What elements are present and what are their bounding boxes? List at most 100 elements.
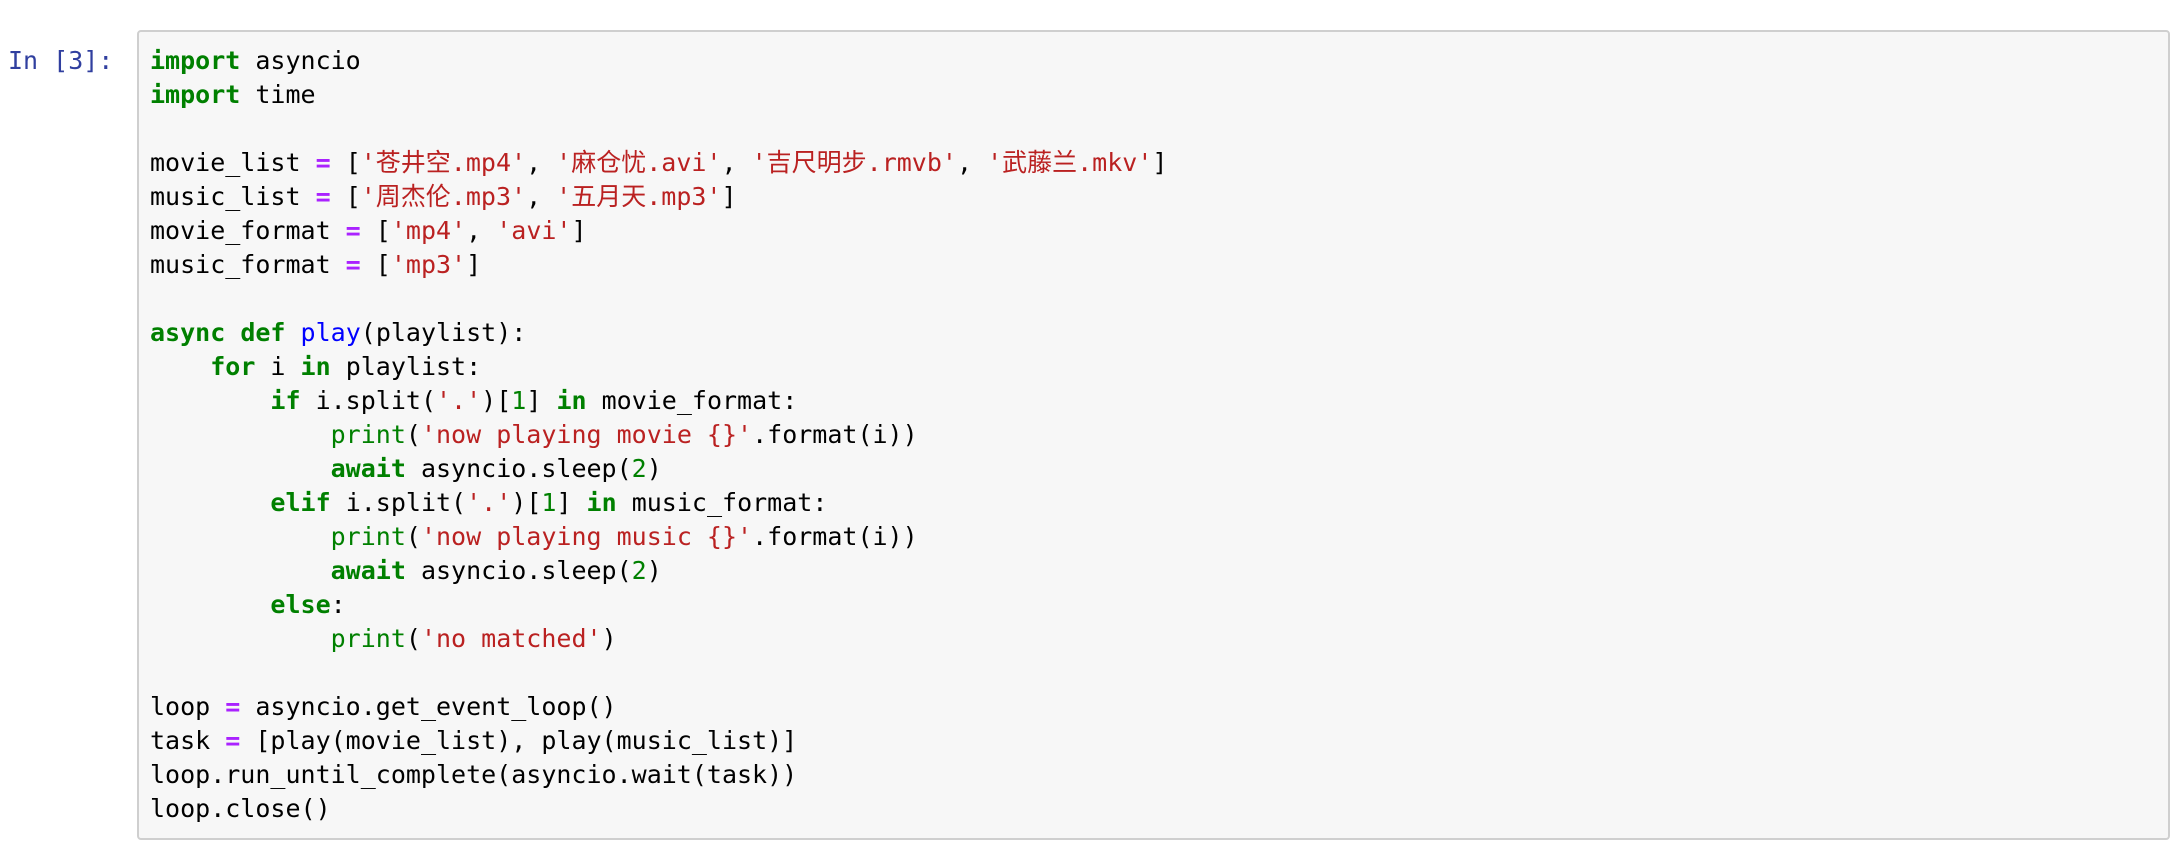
code-token: , — [956, 148, 988, 177]
code-token: '五月天.mp3' — [556, 182, 722, 211]
code-line — [150, 112, 1167, 146]
code-token: 1 — [511, 386, 527, 415]
code-token: )[ — [511, 488, 542, 517]
code-token: ) — [601, 624, 617, 653]
code-line: import asyncio — [150, 44, 1167, 78]
code-token: asyncio.sleep( — [405, 556, 632, 585]
code-line: print('now playing movie {}'.format(i)) — [150, 418, 1167, 452]
code-line: loop = asyncio.get_event_loop() — [150, 690, 1167, 724]
code-token: ( — [405, 522, 421, 551]
code-token: '吉尺明步.rmvb' — [751, 148, 957, 177]
code-line: else: — [150, 588, 1167, 622]
code-token: [ — [330, 148, 361, 177]
code-line — [150, 656, 1167, 690]
code-token: '.' — [466, 488, 512, 517]
code-line: music_format = ['mp3'] — [150, 248, 1167, 282]
code-token — [150, 454, 331, 483]
code-token: await — [330, 556, 406, 585]
code-token: '周杰伦.mp3' — [360, 182, 527, 211]
code-token: 1 — [541, 488, 557, 517]
code-token: = — [345, 250, 361, 279]
code-token: , — [526, 148, 557, 177]
code-token: ) — [646, 454, 662, 483]
code-token: '.' — [436, 386, 482, 415]
code-token — [150, 352, 210, 381]
code-token: (playlist): — [360, 318, 527, 347]
code-token: task — [150, 726, 226, 755]
code-token: , — [466, 216, 497, 245]
code-token — [285, 318, 300, 347]
code-token: playlist: — [330, 352, 482, 381]
code-token: i.split( — [300, 386, 436, 415]
code-token: asyncio.sleep( — [405, 454, 632, 483]
code-token: ] — [526, 386, 557, 415]
code-token: await — [330, 454, 406, 483]
code-token: '苍井空.mp4' — [360, 148, 527, 177]
code-token: i.split( — [330, 488, 467, 517]
code-token: 'now playing music {}' — [420, 522, 753, 551]
code-token: 'now playing movie {}' — [420, 420, 753, 449]
code-token: [play(movie_list), play(music_list)] — [240, 726, 798, 755]
code-token — [150, 522, 331, 551]
code-token: .format(i)) — [752, 420, 918, 449]
code-token: .format(i)) — [752, 522, 918, 551]
code-token: ) — [646, 556, 662, 585]
code-line: await asyncio.sleep(2) — [150, 554, 1167, 588]
input-prompt: In [3]: — [8, 46, 114, 75]
code-token — [150, 556, 331, 585]
code-line: movie_list = ['苍井空.mp4', '麻仓忧.avi', '吉尺明… — [150, 146, 1167, 180]
code-token: movie_format: — [586, 386, 798, 415]
code-token: = — [225, 726, 241, 755]
code-token: : — [330, 590, 346, 619]
code-line: task = [play(movie_list), play(music_lis… — [150, 724, 1167, 758]
code-token: ( — [405, 624, 421, 653]
code-token: ] — [556, 488, 587, 517]
code-token: music_list — [150, 182, 316, 211]
code-token: i — [255, 352, 301, 381]
code-token — [150, 590, 270, 619]
code-token: in — [300, 352, 331, 381]
code-token: if — [270, 386, 301, 415]
code-token: movie_format — [150, 216, 346, 245]
code-token: )[ — [481, 386, 512, 415]
code-line: print('now playing music {}'.format(i)) — [150, 520, 1167, 554]
code-input-area[interactable] — [137, 30, 2170, 840]
code-token — [150, 624, 331, 653]
code-token: 2 — [631, 454, 647, 483]
code-token: asyncio.get_event_loop() — [240, 692, 617, 721]
code-line: for i in playlist: — [150, 350, 1167, 384]
code-token: in — [586, 488, 617, 517]
code-line: if i.split('.')[1] in movie_format: — [150, 384, 1167, 418]
code-line: movie_format = ['mp4', 'avi'] — [150, 214, 1167, 248]
code-token: play — [300, 318, 361, 347]
code-token: ] — [1152, 148, 1168, 177]
code-token: movie_list — [150, 148, 316, 177]
code-line: elif i.split('.')[1] in music_format: — [150, 486, 1167, 520]
code-line: music_list = ['周杰伦.mp3', '五月天.mp3'] — [150, 180, 1167, 214]
code-token: print — [330, 522, 406, 551]
code-token: loop.run_until_complete(asyncio.wait(tas… — [150, 760, 798, 789]
code-token: in — [556, 386, 587, 415]
code-token — [150, 386, 270, 415]
code-token: async — [150, 318, 226, 347]
code-token: = — [315, 182, 331, 211]
code-line: async def play(playlist): — [150, 316, 1167, 350]
code-token: time — [240, 80, 316, 109]
code-token: ] — [571, 216, 587, 245]
code-line: import time — [150, 78, 1167, 112]
code-token: import — [150, 80, 241, 109]
code-token: ] — [721, 182, 737, 211]
code-token: '麻仓忧.avi' — [556, 148, 722, 177]
code-token: def — [240, 318, 286, 347]
code-line — [150, 282, 1167, 316]
code-token: music_format: — [616, 488, 828, 517]
code-token: print — [330, 420, 406, 449]
code-line: loop.close() — [150, 792, 1167, 826]
code-token: loop — [150, 692, 226, 721]
code-token: '武藤兰.mkv' — [987, 148, 1153, 177]
code-token: 2 — [631, 556, 647, 585]
code-token: music_format — [150, 250, 346, 279]
code-token: [ — [330, 182, 361, 211]
